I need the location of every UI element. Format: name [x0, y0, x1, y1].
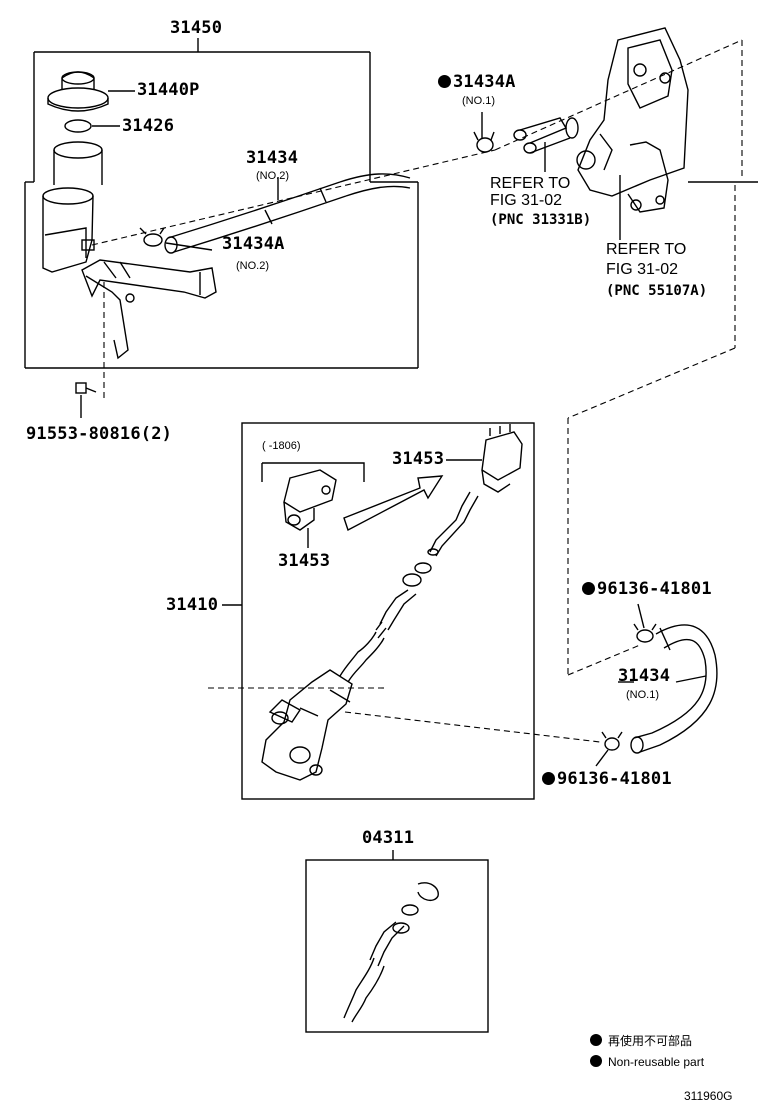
figure-code: 311960G [684, 1089, 733, 1103]
label-31434a-no2: 31434A [222, 234, 285, 254]
legend-jp: 再使用不可部品 [590, 1034, 692, 1047]
tube-connector [513, 117, 579, 172]
label-31434-no1: 31434 [618, 666, 671, 686]
label-31410: 31410 [166, 595, 219, 615]
master-cylinder-box [222, 422, 535, 800]
reservoir-bracket [81, 259, 217, 360]
label-04311: 04311 [362, 828, 415, 848]
pedal-bracket [576, 27, 758, 240]
label-31450: 31450 [170, 18, 223, 38]
clamp-no1 [473, 112, 495, 153]
reservoir-body [42, 141, 103, 273]
label-31434-no2-sub: (NO.2) [256, 170, 289, 182]
clip-bottom [595, 731, 623, 767]
legend-dot-icon [590, 1055, 602, 1067]
hose-no1 [618, 624, 718, 754]
refer-2-line-c: (PNC 55107A) [606, 283, 708, 299]
kit-parts [343, 882, 439, 1023]
label-31434-no2: 31434 [246, 148, 299, 168]
label-31453-new: 31453 [392, 449, 445, 469]
master-cylinder-body [261, 669, 353, 781]
refer-2-line-b: FIG 31-02 [606, 261, 679, 278]
label-31426: 31426 [122, 116, 175, 136]
upgrade-arrow [343, 475, 444, 532]
reservoir-cap [47, 71, 135, 112]
legend-dot-icon [590, 1034, 602, 1046]
non-reusable-dot [582, 582, 595, 595]
clip-top [633, 603, 657, 643]
refer-1-line-c: (PNC 31331B) [490, 212, 592, 228]
label-clip-bottom: 96136-41801 [542, 771, 672, 788]
label-31434a-no1-sub: (NO.1) [462, 95, 495, 107]
reservoir-box [24, 38, 419, 369]
switch-old [283, 469, 337, 548]
label-bolt: 91553-80816(2) [26, 424, 173, 444]
label-31434-no1-sub: (NO.1) [626, 689, 659, 701]
label-31434a-no1: 31434A [438, 74, 516, 91]
legend-en: Non-reusable part [590, 1055, 704, 1068]
refer-2-line-a: REFER TO [606, 241, 687, 258]
label-31453-old: 31453 [278, 551, 331, 571]
switch-new [427, 424, 523, 557]
label-clip-top: 96136-41801 [582, 581, 712, 598]
label-range: ( -1806) [262, 440, 301, 452]
non-reusable-dot [542, 772, 555, 785]
label-31440p: 31440P [137, 80, 200, 100]
dash-reservoir-line [91, 39, 743, 743]
label-31434a-no2-sub: (NO.2) [236, 260, 269, 272]
diaphragm [64, 119, 120, 133]
refer-1-line-b: FIG 31-02 [490, 192, 563, 209]
hose-no2 [164, 173, 411, 254]
kit-box [305, 850, 489, 1033]
piston-assembly [339, 562, 432, 683]
bolt [75, 382, 97, 418]
refer-1-line-a: REFER TO [490, 175, 571, 192]
non-reusable-dot [438, 75, 451, 88]
